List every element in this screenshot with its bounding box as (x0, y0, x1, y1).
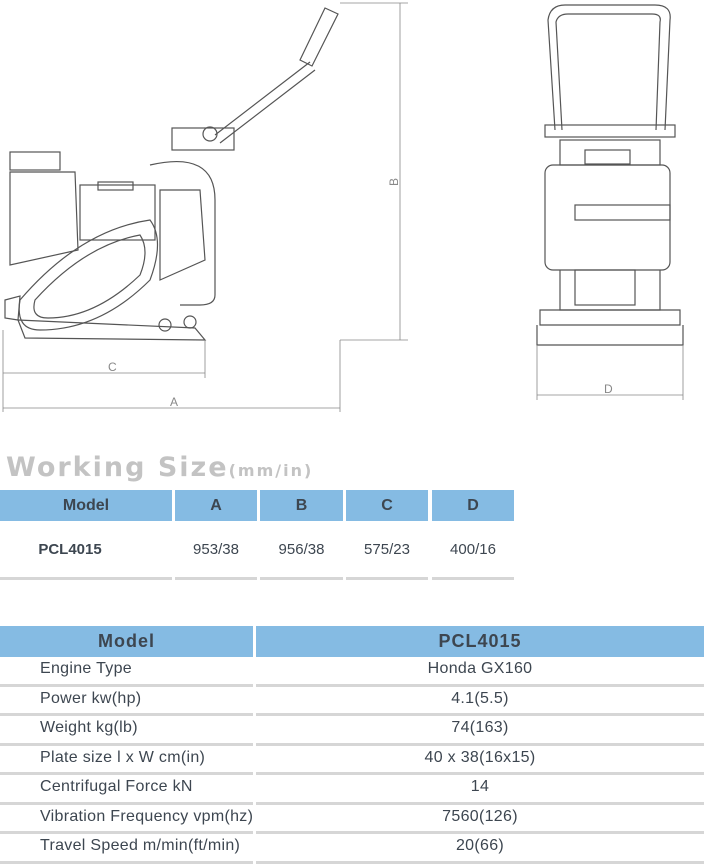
spec-label: Plate size l x W cm(in) (40, 748, 206, 766)
ws-header-model: Model (0, 490, 172, 521)
spec-value: 74(163) (451, 719, 509, 736)
divider (0, 683, 253, 687)
ws-header-b: B (260, 490, 343, 521)
spec-label: Travel Speed m/min(ft/min) (40, 837, 241, 854)
spec-value: Honda GX160 (427, 660, 533, 677)
divider (260, 577, 343, 580)
ws-header-a: A (175, 490, 257, 521)
working-size-title-text: Working Size (6, 452, 229, 483)
ws-model: PCL4015 (38, 540, 102, 558)
ws-value-d: 400/16 (450, 540, 496, 558)
spec-value: 7560(126) (442, 807, 518, 825)
dimension-lines (2, 2, 684, 412)
divider (256, 831, 704, 834)
spec-row: Power kw(hp) 4.1(5.5) (0, 687, 704, 716)
dimension-label-a: A (170, 395, 178, 409)
spec-value: 40 x 38(16x15) (424, 748, 536, 766)
working-size-title: Working Size(mm/in) (6, 452, 313, 483)
divider (0, 577, 172, 580)
divider (256, 772, 704, 775)
working-size-unit: (mm/in) (228, 461, 314, 480)
divider (432, 577, 514, 580)
divider (256, 742, 704, 746)
spec-header-label: Model (0, 626, 253, 657)
spec-row: Centrifugal Force kN 14 (0, 775, 704, 805)
divider (346, 577, 428, 580)
divider (256, 713, 704, 716)
spec-value: 4.1(5.5) (451, 689, 509, 707)
spec-label: Vibration Frequency vpm(hz) (40, 807, 254, 825)
divider (0, 742, 253, 746)
divider (256, 860, 704, 864)
ws-value-b: 956/38 (278, 540, 325, 558)
ws-value-c: 575/23 (364, 540, 410, 558)
ws-header-c: C (346, 490, 428, 521)
spec-label: Engine Type (40, 660, 132, 677)
dimension-label-c: C (108, 360, 117, 374)
divider (256, 683, 704, 687)
spec-row: Vibration Frequency vpm(hz) 7560(126) (0, 805, 704, 834)
divider (0, 713, 253, 716)
dimension-label-d: D (604, 382, 613, 396)
divider (175, 577, 257, 580)
spec-row: Plate size l x W cm(in) 40 x 38(16x15) (0, 746, 704, 775)
divider (0, 860, 253, 864)
spec-label: Centrifugal Force kN (40, 778, 193, 795)
spec-row: Travel Speed m/min(ft/min) 20(66) (0, 834, 704, 864)
spec-label: Power kw(hp) (40, 689, 142, 707)
divider (0, 772, 253, 775)
spec-value: 14 (470, 778, 490, 795)
side-view (4, 7, 339, 341)
divider (0, 831, 253, 834)
divider (0, 801, 253, 805)
spec-header-value: PCL4015 (256, 626, 704, 657)
spec-row: Engine Type Honda GX160 (0, 657, 704, 687)
ws-header-d: D (432, 490, 514, 521)
dimension-label-b: B (387, 178, 401, 186)
plate-compactor-technical-drawing: B C A D (2, 2, 684, 412)
ws-value-a: 953/38 (193, 540, 239, 558)
spec-label: Weight kg(lb) (40, 719, 138, 736)
divider (256, 801, 704, 805)
spec-row: Weight kg(lb) 74(163) (0, 716, 704, 746)
front-view (536, 4, 684, 346)
spec-value: 20(66) (455, 837, 505, 854)
